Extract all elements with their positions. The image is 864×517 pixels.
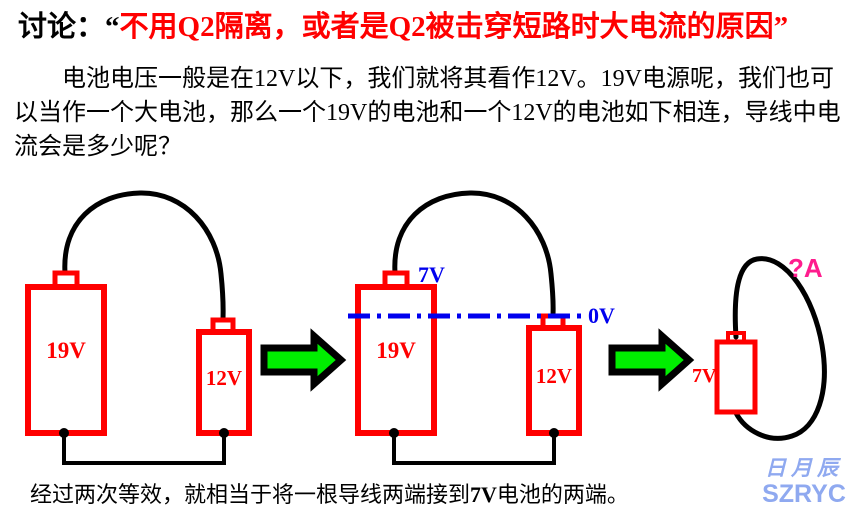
- stage2-battery-12v-label: 12V: [536, 364, 572, 388]
- watermark-latin: SZRYC: [762, 480, 846, 508]
- green-arrow-right-1: [260, 328, 347, 392]
- stage3-group: 7V ?A: [692, 253, 827, 441]
- stage1-node-left: [59, 428, 69, 438]
- stage1-node-right: [219, 428, 229, 438]
- intro-paragraph: 电池电压一般是在12V以下，我们就将其看作12V。19V电源呢，我们也可以当作一…: [14, 66, 841, 160]
- stage1-group: 19V 12V: [25, 190, 252, 465]
- watermark: 日月辰 SZRYC: [748, 456, 860, 508]
- closing-paragraph: 经过两次等效，就相当于将一根导线两端接到7V电池的两端。: [30, 480, 730, 510]
- title-close-quote: ”: [773, 11, 789, 43]
- stage2-battery-19v-label: 19V: [376, 338, 416, 363]
- stage1-battery-12v-body: [196, 329, 252, 436]
- stage2-battery-19v-body: [355, 284, 437, 436]
- title-prefix: 讨论：: [18, 11, 106, 43]
- stage1-battery-19v-label: 19V: [46, 338, 86, 363]
- stage3-loop-wire: [732, 256, 827, 441]
- stage2-group: 19V 12V 7V 0V: [348, 190, 615, 465]
- stage2-node-left: [389, 428, 399, 438]
- circuit-equivalence-diagram: 19V 12V 19V 12V: [25, 190, 827, 465]
- closing-text-bold: 7V: [470, 482, 497, 507]
- closing-text-post: 电池的两端。: [496, 482, 629, 507]
- title-open-quote: “: [105, 11, 120, 43]
- title-highlight: 不用Q2隔离，或者是Q2被击穿短路时大电流的原因: [119, 11, 774, 43]
- page-title: 讨论：“不用Q2隔离，或者是Q2被击穿短路时大电流的原因”: [18, 4, 858, 50]
- watermark-chinese: 日月辰: [765, 456, 843, 480]
- stage1-battery-12v-label: 12V: [206, 366, 242, 390]
- stage2-top-wire: [392, 190, 556, 319]
- stage2-bottom-wire: [392, 433, 556, 465]
- stage3-current-label: ?A: [788, 253, 823, 283]
- stage2-node-7v-label: 7V: [418, 262, 445, 287]
- stage2-node-0v-label: 0V: [588, 303, 615, 328]
- stage2-node-right: [549, 428, 559, 438]
- stage3-battery-7v-body: [714, 339, 758, 415]
- closing-text-pre: 经过两次等效，就相当于将一根导线两端接到: [30, 482, 471, 507]
- green-arrow-right-2: [608, 328, 695, 392]
- stage1-bottom-wire: [62, 433, 226, 465]
- stage3-battery-7v-label: 7V: [692, 365, 717, 387]
- stage1-top-wire: [62, 190, 226, 323]
- stage1-battery-19v-body: [25, 284, 107, 436]
